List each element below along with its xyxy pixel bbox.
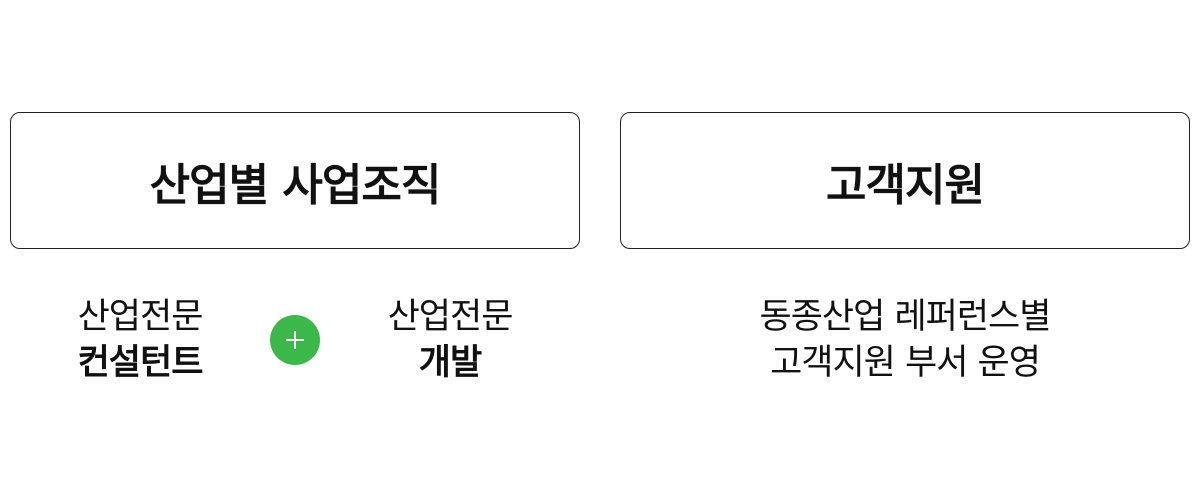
industry-development-line1: 산업전문 bbox=[387, 297, 514, 337]
customer-support-line2: 고객지원 부서 운영 bbox=[770, 343, 1041, 383]
industry-consultant-line1: 산업전문 bbox=[77, 297, 204, 337]
customer-support-description: 동종산업 레퍼런스별 고객지원 부서 운영 bbox=[700, 294, 1110, 386]
plus-icon bbox=[270, 315, 320, 365]
industry-consultant-line2: 컨설턴트 bbox=[77, 343, 204, 383]
industry-development-line2: 개발 bbox=[418, 343, 482, 383]
customer-support-title: 고객지원 bbox=[826, 159, 985, 211]
industry-consultant-label: 산업전문 컨설턴트 bbox=[40, 294, 240, 386]
plus-glyph-icon bbox=[286, 331, 304, 349]
industry-organization-box: 산업별 사업조직 bbox=[10, 112, 580, 249]
customer-support-box: 고객지원 bbox=[620, 112, 1190, 249]
industry-organization-title: 산업별 사업조직 bbox=[149, 159, 442, 211]
industry-development-label: 산업전문 개발 bbox=[350, 294, 550, 386]
customer-support-line1: 동종산업 레퍼런스별 bbox=[759, 297, 1052, 337]
